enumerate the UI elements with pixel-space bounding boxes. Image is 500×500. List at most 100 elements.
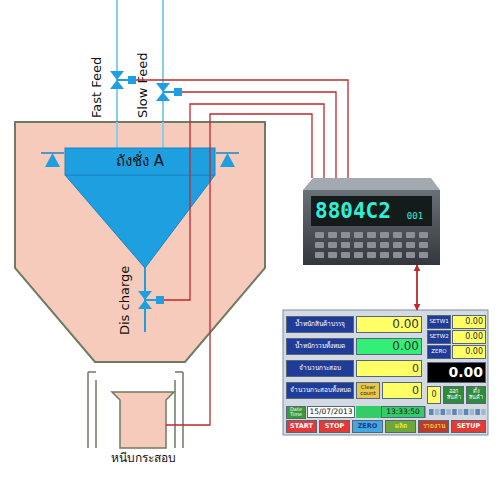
- screen-field: 13:33:50: [381, 406, 425, 418]
- screen-field: น้ำหนักสินค้าบรรจุ: [286, 316, 354, 333]
- keypad-key: [419, 252, 428, 258]
- keypad-key: [367, 242, 376, 248]
- bag-clamp-node: หนีบกระสอบ: [120, 392, 166, 448]
- keypad-key: [354, 252, 363, 258]
- load-cell-symbol: [220, 153, 235, 167]
- valve-symbol: [156, 92, 170, 101]
- keypad-key: [406, 252, 415, 258]
- screen-field: จำนวนกระสอบทั้งหมด: [286, 382, 354, 399]
- screen-field: ตั้ง สินค้า: [466, 386, 486, 404]
- keypad-key: [341, 252, 350, 258]
- keypad-key: [315, 252, 324, 258]
- node-label: 001: [401, 210, 429, 223]
- screen-field: ZERO: [427, 345, 451, 359]
- keypad-key: [380, 252, 389, 258]
- actuator-box: [128, 76, 136, 84]
- keypad-key: [315, 242, 324, 248]
- screen-field: Date Time: [286, 406, 306, 419]
- status-cell: [429, 409, 434, 415]
- status-cell: [435, 409, 440, 415]
- data-link-arrow: [416, 265, 418, 310]
- bag-clamp: [112, 392, 174, 448]
- screen-field: SETW1: [427, 315, 451, 329]
- valve-label: Dis charge: [118, 266, 132, 335]
- node-outline: [120, 392, 166, 448]
- actuator-box: [174, 88, 182, 96]
- valve-symbol: [138, 291, 152, 300]
- keypad-key: [341, 242, 350, 248]
- hmi-frame: [283, 310, 488, 435]
- keypad-key: [419, 232, 428, 238]
- screen-field: 0.00: [452, 315, 486, 329]
- screen-field: SETW2: [427, 330, 451, 344]
- weigh-tank: ถังชั่ง A: [40, 145, 240, 270]
- keypad-key: [354, 232, 363, 238]
- actuator-stem: [163, 91, 174, 93]
- node-label: ถังชั่ง A: [65, 148, 215, 175]
- screen-field: 15/07/2013: [307, 406, 355, 418]
- keypad-key: [380, 232, 389, 238]
- indicator-display: [311, 196, 432, 226]
- screen-field: จำนวนกระสอบ: [286, 360, 354, 377]
- status-cell: [458, 409, 463, 415]
- tank-top: [65, 148, 215, 175]
- screen-field: 0: [356, 360, 422, 377]
- indicator-face: [303, 190, 440, 265]
- status-cell: [475, 409, 480, 415]
- keypad-key: [393, 232, 402, 238]
- actuator-stem: [117, 79, 128, 81]
- screen-field: STOP: [319, 420, 350, 433]
- screen-field: SETUP: [451, 420, 486, 433]
- screen-field: Clear count: [356, 382, 380, 399]
- keypad-key: [380, 242, 389, 248]
- screen-field: 0.00: [452, 345, 486, 359]
- node-outline: [154, 82, 182, 102]
- keypad-key: [328, 242, 337, 248]
- tank-body: [65, 175, 215, 268]
- screen-field: น้ำหนักรวมทั้งหมด: [286, 338, 354, 355]
- valve-symbol: [156, 83, 170, 92]
- slow-feed-pipe: [162, 122, 164, 148]
- status-cell: [446, 409, 451, 415]
- screen-field: ออก สินค้า: [443, 386, 464, 404]
- screen-field: ZERO: [352, 420, 383, 433]
- screen-field: 0.00: [452, 330, 486, 344]
- keypad-key: [341, 232, 350, 238]
- screen-field: 0: [382, 382, 422, 399]
- keypad-key: [328, 232, 337, 238]
- keypad-key: [367, 232, 376, 238]
- status-cell: [481, 409, 486, 415]
- valve-node: Fast Feed: [108, 70, 136, 90]
- status-cell: [470, 409, 475, 415]
- valve-symbol: [138, 300, 152, 309]
- slow-feed-pipe: [162, 0, 164, 122]
- fast-feed-pipe: [116, 0, 118, 122]
- screen-field: START: [286, 420, 317, 433]
- date-bar: [356, 406, 426, 418]
- node-outline: [108, 70, 136, 90]
- load-cell-symbol: [45, 153, 60, 167]
- keypad-key: [328, 252, 337, 258]
- screen-field: ผลิต: [385, 420, 416, 433]
- weighing-indicator: 8804C2001: [303, 178, 440, 265]
- screen-field: 0.00: [356, 338, 422, 355]
- status-cell: [464, 409, 469, 415]
- screen-field: 0.00: [427, 362, 486, 383]
- indicator-top: [303, 178, 440, 190]
- valve-node: Dis charge: [136, 290, 164, 310]
- actuator-stem: [145, 299, 156, 301]
- hmi-screen: น้ำหนักสินค้าบรรจุน้ำหนักรวมทั้งหมดจำนวน…: [283, 310, 488, 435]
- keypad-key: [315, 232, 324, 238]
- keypad-key: [354, 242, 363, 248]
- keypad-key: [393, 242, 402, 248]
- valve-label: Slow Feed: [136, 52, 150, 118]
- valve-symbol: [110, 71, 124, 80]
- status-cell: [441, 409, 446, 415]
- screen-field: รายงาน: [418, 420, 449, 433]
- bag-outline: [88, 372, 183, 448]
- status-cell: [452, 409, 457, 415]
- keypad-key: [419, 242, 428, 248]
- node-label: หนีบกระสอบ: [93, 452, 193, 465]
- hopper-body: [15, 122, 265, 362]
